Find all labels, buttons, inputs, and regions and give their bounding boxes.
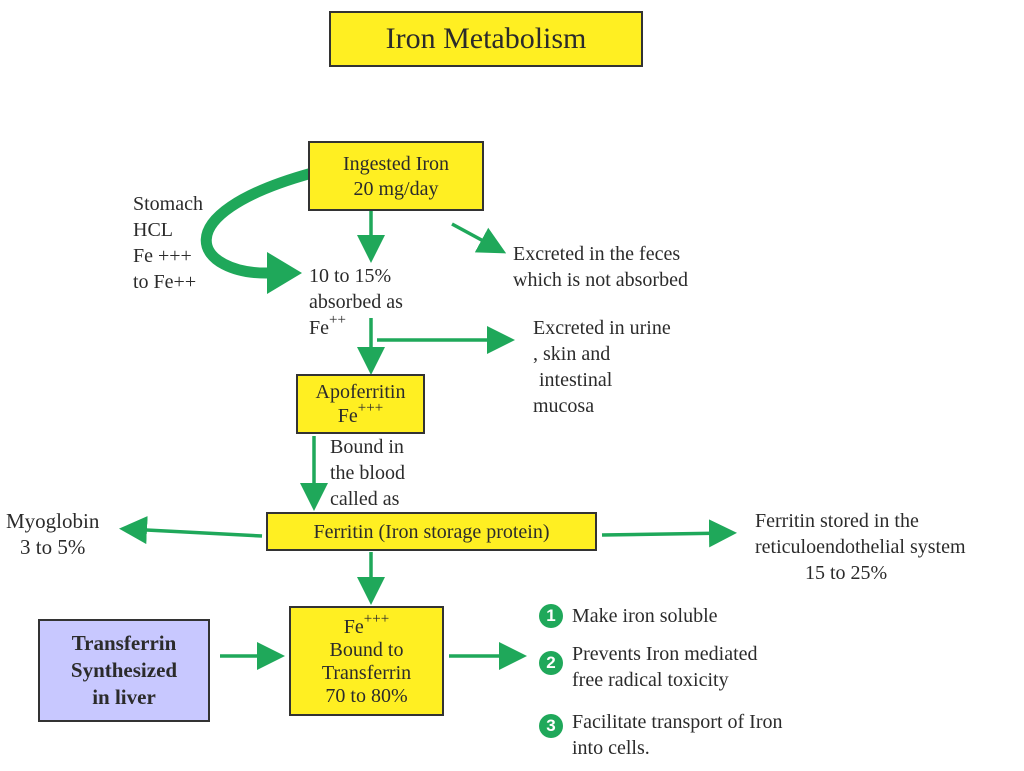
- transferrin-bound-line: Bound to: [329, 639, 404, 661]
- absorbed-charge: ++: [329, 312, 346, 329]
- apoferritin-fe-symbol: Fe: [337, 405, 358, 427]
- curved-arrow-stomach: [200, 167, 314, 279]
- feces-line: Excreted in the feces: [513, 243, 681, 265]
- bound-blood-line: the blood: [330, 462, 405, 484]
- function-line: Make iron soluble: [572, 605, 718, 627]
- ferritin-stored-line: 15 to 25%: [805, 562, 888, 584]
- function-line: Prevents Iron mediated: [572, 643, 758, 665]
- urine-note: Excreted in urine , skin and intestinal …: [533, 315, 671, 419]
- number-three-icon: 3: [539, 714, 563, 738]
- absorbed-line: 10 to 15%: [309, 265, 392, 287]
- myoglobin-line: Myoglobin: [6, 509, 100, 533]
- function-item: Make iron soluble: [572, 603, 718, 629]
- number-one-icon: 1: [539, 604, 563, 628]
- stomach-line: to Fe++: [133, 271, 197, 293]
- stomach-line: Stomach: [133, 193, 203, 215]
- myoglobin-line: 3 to 5%: [20, 535, 86, 559]
- transferrin-bound-line: 70 to 80%: [325, 685, 408, 707]
- transferrin-fe-symbol: Fe: [343, 616, 364, 638]
- ferritin-stored-line: Ferritin stored in the: [755, 510, 919, 532]
- arrow-to-feces: [451, 222, 507, 254]
- urine-line: , skin and: [533, 343, 611, 365]
- arrow-to-ferritin-stored: [601, 519, 737, 548]
- function-item: Facilitate transport of Iron into cells.: [572, 709, 783, 761]
- function-item: Prevents Iron mediated free radical toxi…: [572, 641, 758, 693]
- absorbed-note: 10 to 15% absorbed as Fe++: [309, 263, 403, 341]
- function-line: free radical toxicity: [572, 669, 729, 691]
- apoferritin-label: Apoferritin: [315, 381, 406, 403]
- apoferritin-box: Apoferritin Fe+++: [296, 374, 425, 434]
- transferrin-fe: Fe+++: [291, 612, 442, 639]
- number-two-icon: 2: [539, 651, 563, 675]
- urine-line: Excreted in urine: [533, 317, 671, 339]
- ferritin-box: Ferritin (Iron storage protein): [266, 512, 597, 551]
- function-line: Facilitate transport of Iron: [572, 711, 783, 733]
- transferrin-liver-line: Transferrin: [71, 631, 177, 655]
- ferritin-stored-note: Ferritin stored in the reticuloendotheli…: [755, 508, 966, 586]
- myoglobin-note: Myoglobin 3 to 5%: [6, 508, 99, 560]
- ingested-label: Ingested Iron: [342, 153, 450, 175]
- apoferritin-charge: +++: [357, 400, 384, 417]
- transferrin-bound-line: Transferrin: [321, 662, 412, 684]
- apoferritin-fe: Fe+++: [298, 401, 423, 428]
- bound-blood-line: called as: [330, 488, 400, 510]
- absorbed-line: Fe++: [309, 312, 403, 341]
- curved-arrow-stomach-head: [267, 252, 302, 294]
- page-title: Iron Metabolism: [329, 11, 643, 67]
- feces-line: which is not absorbed: [513, 269, 688, 291]
- feces-note: Excreted in the feces which is not absor…: [513, 241, 688, 293]
- transferrin-bound-box: Fe+++ Bound to Transferrin 70 to 80%: [289, 606, 444, 716]
- transferrin-liver-line: in liver: [92, 685, 156, 709]
- transferrin-liver-line: Synthesized: [70, 658, 178, 682]
- stomach-note: Stomach HCL Fe +++ to Fe++: [133, 191, 203, 295]
- urine-line: intestinal: [539, 369, 613, 391]
- ingested-iron-box: Ingested Iron 20 mg/day: [308, 141, 484, 211]
- transferrin-liver-box: Transferrin Synthesized in liver: [38, 619, 210, 722]
- absorbed-line: absorbed as: [309, 291, 403, 313]
- urine-line: mucosa: [533, 395, 595, 417]
- absorbed-fe: Fe: [309, 317, 329, 339]
- transferrin-fe-charge: +++: [363, 611, 390, 628]
- arrow-to-myoglobin: [119, 516, 263, 545]
- ingested-amount: 20 mg/day: [353, 178, 439, 200]
- stomach-line: HCL: [133, 219, 173, 241]
- bound-blood-note: Bound in the blood called as: [330, 434, 405, 512]
- ferritin-stored-line: reticuloendothelial system: [755, 536, 966, 558]
- bound-blood-line: Bound in: [330, 436, 404, 458]
- function-line: into cells.: [572, 737, 650, 759]
- stomach-line: Fe +++: [133, 245, 192, 267]
